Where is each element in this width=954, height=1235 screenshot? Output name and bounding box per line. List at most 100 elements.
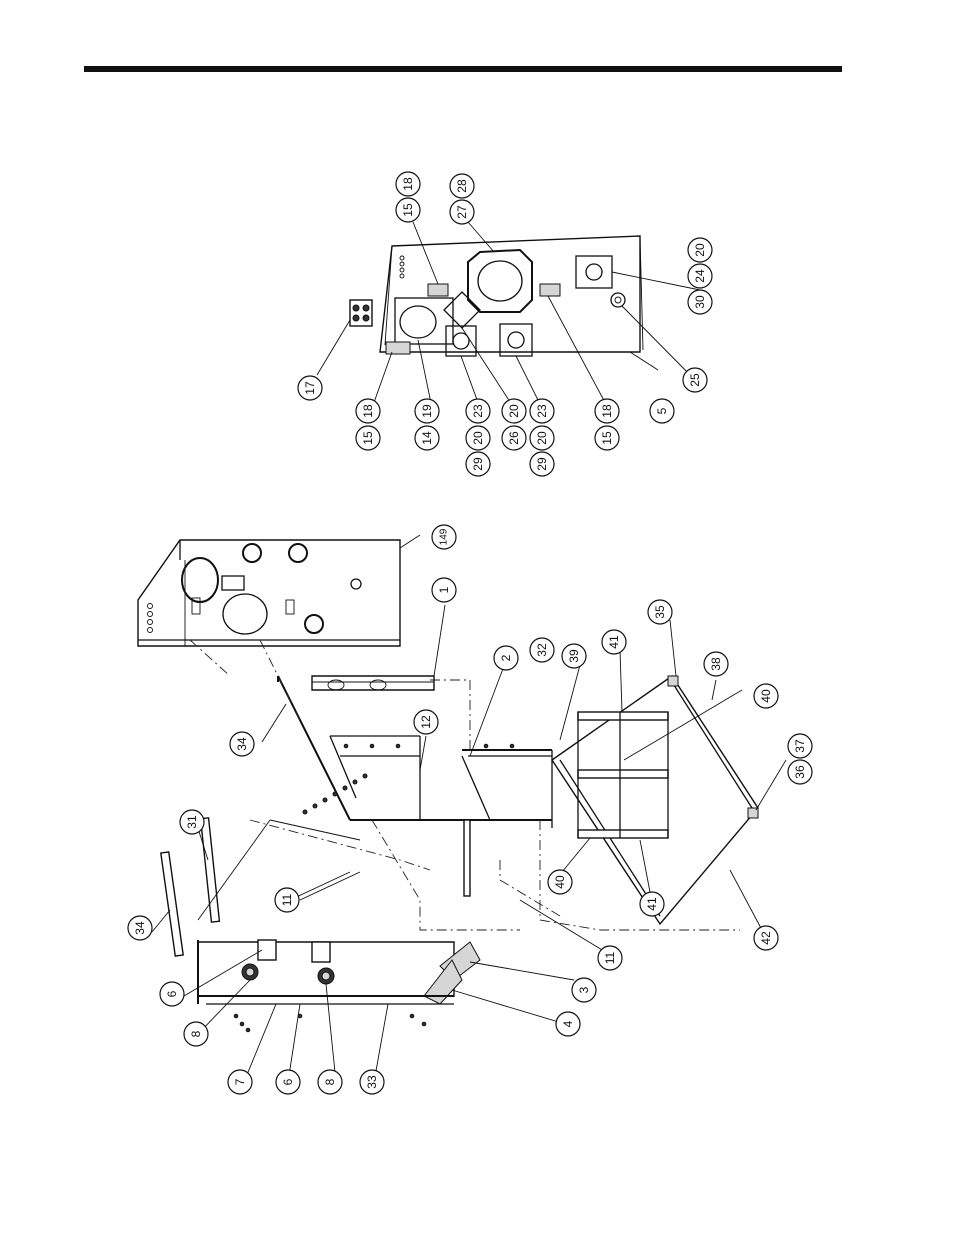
callout-label: 26 xyxy=(507,431,521,445)
callout-label: 19 xyxy=(420,404,434,418)
cabinet-frame xyxy=(278,676,552,828)
callout-label: 31 xyxy=(185,815,199,829)
callout-14: 14 xyxy=(415,426,439,450)
bracket-15-18-top xyxy=(428,284,448,296)
callout-label: 41 xyxy=(645,897,659,911)
callout-label: 34 xyxy=(133,921,147,935)
callout-20d: 20 xyxy=(530,426,554,450)
callout-label: 36 xyxy=(793,765,807,779)
callout-17: 17 xyxy=(298,376,322,400)
callout-label: 14 xyxy=(420,431,434,445)
callout-label: 24 xyxy=(693,269,707,283)
callout-18b: 18 xyxy=(356,399,380,423)
callout-34b: 34 xyxy=(128,916,152,940)
callout-37: 37 xyxy=(788,734,812,758)
callout-label: 8 xyxy=(189,1030,203,1037)
callout-label: 15 xyxy=(361,431,375,445)
callout-label: 40 xyxy=(759,689,773,703)
callout-label: 23 xyxy=(535,404,549,418)
control-box-6-upper xyxy=(258,940,276,960)
frame-screws xyxy=(303,774,367,814)
side-panel-assembly xyxy=(198,940,480,1032)
callout-149: 149 xyxy=(432,525,456,549)
callout-12: 12 xyxy=(414,710,438,734)
callout-label: 2 xyxy=(499,654,513,661)
callout-label: 38 xyxy=(709,657,723,671)
callout-label: 18 xyxy=(361,404,375,418)
rail-31 xyxy=(201,818,220,922)
callout-35: 35 xyxy=(648,600,672,624)
callout-label: 7 xyxy=(233,1078,247,1085)
callout-label: 40 xyxy=(553,875,567,889)
callout-label: 149 xyxy=(439,528,450,545)
callout-23a: 23 xyxy=(466,399,490,423)
callout-8a: 8 xyxy=(184,1022,208,1046)
callout-7: 7 xyxy=(228,1070,252,1094)
callout-19: 19 xyxy=(415,399,439,423)
callout-36: 36 xyxy=(788,760,812,784)
callout-34a: 34 xyxy=(230,732,254,756)
callout-40b: 40 xyxy=(548,870,572,894)
callout-25: 25 xyxy=(683,368,707,392)
callout-label: 33 xyxy=(365,1075,379,1089)
callout-20c: 20 xyxy=(502,399,526,423)
bracket-15-18-left xyxy=(386,342,410,354)
callout-1: 1 xyxy=(432,578,456,602)
callout-26: 26 xyxy=(502,426,526,450)
callout-label: 18 xyxy=(401,177,415,191)
callout-label: 15 xyxy=(401,203,415,217)
callout-5: 5 xyxy=(650,399,674,423)
callout-11a: 11 xyxy=(275,888,299,912)
callout-label: 29 xyxy=(535,457,549,471)
callout-label: 11 xyxy=(280,893,294,906)
callout-23b: 23 xyxy=(530,399,554,423)
callout-40a: 40 xyxy=(754,684,778,708)
callout-label: 42 xyxy=(759,931,773,945)
rail-34-upper xyxy=(161,852,183,956)
callout-label: 39 xyxy=(567,649,581,663)
callout-6a: 6 xyxy=(160,982,184,1006)
callout-15a: 15 xyxy=(396,198,420,222)
callout-2: 2 xyxy=(494,646,518,670)
callout-label: 12 xyxy=(419,715,433,729)
callout-label: 20 xyxy=(471,431,485,445)
callout-33: 33 xyxy=(360,1070,384,1094)
callout-label: 5 xyxy=(655,407,669,414)
callout-label: 32 xyxy=(535,643,549,657)
callout-15b: 15 xyxy=(356,426,380,450)
callout-31: 31 xyxy=(180,810,204,834)
callout-label: 29 xyxy=(471,457,485,471)
callout-42: 42 xyxy=(754,926,778,950)
junction-box-17 xyxy=(350,300,372,326)
bracket-15-18-mid xyxy=(540,284,560,296)
callout-20a: 20 xyxy=(688,238,712,262)
callout-29a: 29 xyxy=(466,452,490,476)
callout-label: 30 xyxy=(693,295,707,309)
callout-39: 39 xyxy=(562,644,586,668)
callout-30: 30 xyxy=(688,290,712,314)
callout-20b: 20 xyxy=(466,426,490,450)
callout-label: 35 xyxy=(653,605,667,619)
callout-38: 38 xyxy=(704,652,728,676)
callout-label: 20 xyxy=(535,431,549,445)
callout-18c: 18 xyxy=(595,399,619,423)
callout-label: 28 xyxy=(455,179,469,193)
callout-label: 25 xyxy=(688,373,702,387)
callout-label: 20 xyxy=(507,404,521,418)
rail-1 xyxy=(312,676,434,690)
exploded-parts-diagram: .ln { stroke:#111; stroke-width:1.3; fil… xyxy=(118,158,818,1103)
callout-label: 1 xyxy=(437,586,451,593)
callout-15c: 15 xyxy=(595,426,619,450)
rail-11-left xyxy=(464,820,470,896)
callout-label: 8 xyxy=(323,1078,337,1085)
callout-27: 27 xyxy=(450,200,474,224)
callout-3: 3 xyxy=(572,978,596,1002)
back-panel-149 xyxy=(138,540,400,646)
callout-label: 20 xyxy=(693,243,707,257)
callout-6b: 6 xyxy=(276,1070,300,1094)
callout-4: 4 xyxy=(556,1012,580,1036)
callout-label: 4 xyxy=(561,1020,575,1027)
callout-18a: 18 xyxy=(396,172,420,196)
callout-label: 23 xyxy=(471,404,485,418)
callout-label: 6 xyxy=(165,990,179,997)
